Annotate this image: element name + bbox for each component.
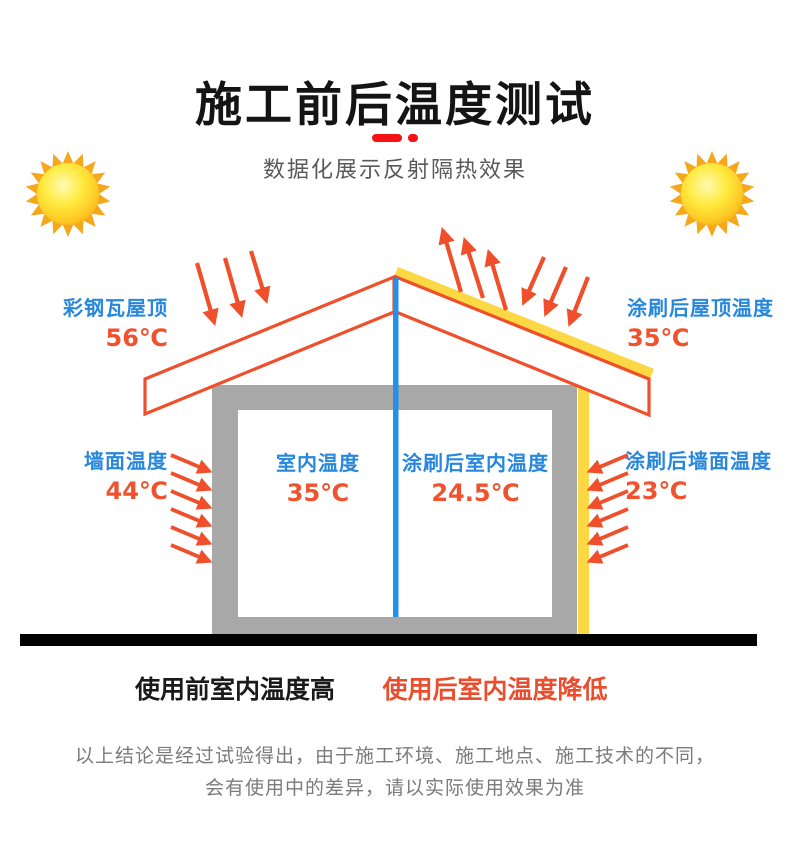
label-indoor-after: 涂刷后室内温度 24.5℃	[398, 453, 553, 505]
indoor-after-name: 涂刷后室内温度	[402, 451, 549, 475]
heat-arrows-wall-reflected	[586, 453, 629, 564]
heat-arrows-wall-penetrating	[170, 453, 213, 564]
conclusion-before: 使用前室内温度高	[134, 675, 335, 704]
disclaimer-line-2: 会有使用中的差异，请以实际使用效果为准	[204, 777, 585, 799]
roof-after-name: 涂刷后屋顶温度	[627, 296, 774, 320]
disclaimer-line-1: 以上结论是经过试验得出，由于施工环境、施工地点、施工技术的不同，	[74, 745, 715, 767]
roof-before-name: 彩钢瓦屋顶	[63, 296, 168, 320]
label-indoor-before: 室内温度 35℃	[238, 453, 398, 505]
conclusion-after: 使用后室内温度降低	[382, 675, 608, 704]
label-roof-before: 彩钢瓦屋顶 56℃	[63, 298, 168, 350]
accent-dash	[372, 134, 402, 142]
label-roof-after: 涂刷后屋顶温度 35℃	[627, 298, 774, 350]
wall-before-value: 44℃	[105, 477, 168, 505]
indoor-before-name: 室内温度	[276, 451, 360, 475]
wall-coating-stripe	[578, 385, 589, 634]
heat-arrows-roof-reflected	[438, 226, 509, 311]
title-accent-underline	[0, 134, 790, 142]
label-wall-after: 涂刷后墙面温度 23℃	[625, 451, 772, 503]
indoor-before-value: 35℃	[286, 479, 350, 507]
sun-icon	[669, 151, 755, 237]
roof-before-value: 56℃	[105, 324, 168, 352]
before-after-divider-line	[393, 277, 399, 617]
page-subtitle: 数据化展示反射隔热效果	[262, 158, 527, 183]
wall-after-value: 23℃	[625, 477, 688, 505]
heat-arrows-roof-incident-right	[521, 256, 590, 327]
sun-icon	[25, 151, 111, 237]
conclusion-row: 使用前室内温度高 使用后室内温度降低	[0, 670, 790, 704]
wall-before-name: 墙面温度	[84, 449, 168, 473]
roof-coating-stripe	[393, 266, 655, 380]
accent-dot	[408, 134, 418, 142]
indoor-after-value: 24.5℃	[431, 479, 520, 507]
ground-line	[20, 634, 757, 646]
label-wall-before: 墙面温度 44℃	[84, 451, 168, 503]
heat-arrows-roof-incident-left	[194, 250, 271, 327]
page-title: 施工前后温度测试	[195, 78, 595, 133]
wall-after-name: 涂刷后墙面温度	[625, 449, 772, 473]
roof-after-value: 35℃	[627, 324, 690, 352]
disclaimer-text: 以上结论是经过试验得出，由于施工环境、施工地点、施工技术的不同， 会有使用中的差…	[0, 740, 790, 804]
